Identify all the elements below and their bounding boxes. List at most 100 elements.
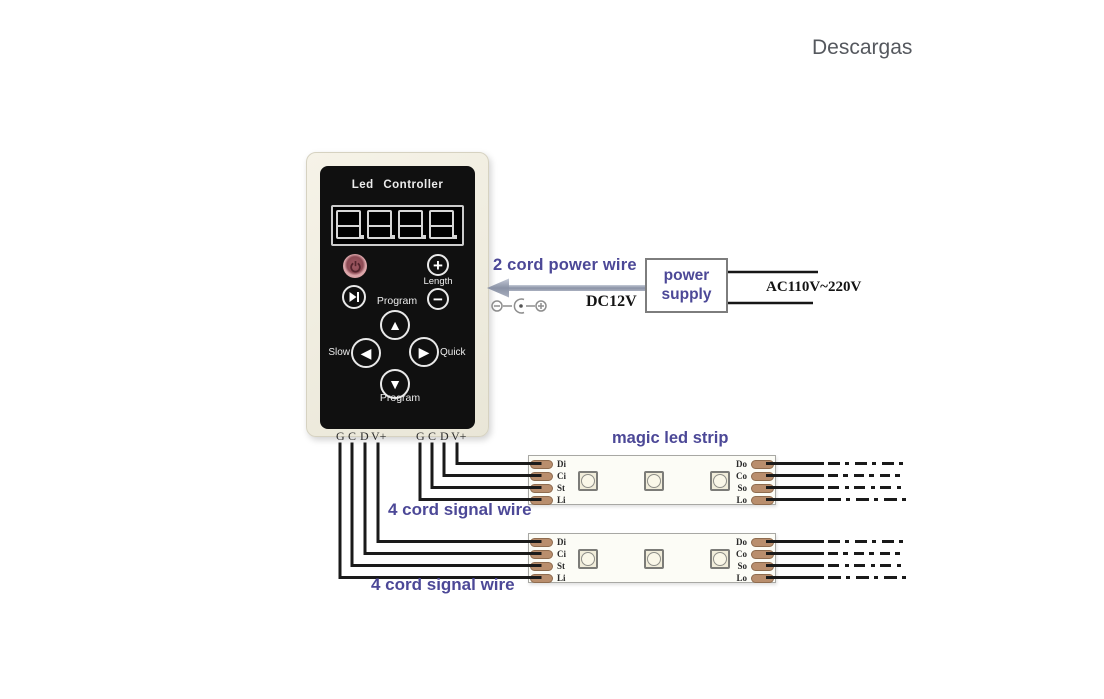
down-arrow-button: ▼: [380, 369, 410, 399]
pin-label: C: [348, 429, 357, 443]
solder-pad: [751, 484, 774, 493]
pad-label: Ci: [557, 549, 566, 559]
slow-label: Slow: [328, 347, 350, 358]
solder-pad: [751, 562, 774, 571]
solder-pad: [530, 460, 553, 469]
signal-wire-label-top: 4 cord signal wire: [388, 500, 532, 519]
solder-pad: [530, 574, 553, 583]
right-arrow-button: ▶: [409, 337, 439, 367]
led-chip: [710, 471, 730, 491]
solder-pad: [530, 550, 553, 559]
pad-label: St: [557, 561, 566, 571]
ac-voltage-label: AC110V~220V: [766, 279, 862, 295]
pin-label: G: [416, 429, 425, 443]
led-dome: [581, 552, 595, 566]
power-supply-line2: supply: [661, 286, 712, 303]
controller-title: Led Controller: [351, 179, 444, 191]
pad-label: Ci: [557, 471, 566, 481]
plus-icon: +: [433, 255, 443, 275]
display-digit: [429, 210, 457, 239]
power-supply-box: power supply: [645, 258, 728, 313]
led-dome: [581, 474, 595, 488]
pad-label: Do: [736, 537, 747, 547]
program-bottom-label: Program: [379, 392, 421, 404]
led-chip: [644, 549, 664, 569]
led-strip-1: Di Ci St Li Do Co So Lo: [528, 455, 776, 505]
signal-wire-label-bottom: 4 cord signal wire: [371, 575, 515, 594]
pad-label: Co: [736, 471, 747, 481]
pad-label: Do: [736, 459, 747, 469]
solder-pad: [530, 562, 553, 571]
power-supply-line1: power: [663, 267, 710, 284]
pin-label: V+: [451, 429, 467, 443]
solder-pad: [751, 550, 774, 559]
pad-label: St: [557, 483, 566, 493]
page-title: Descargas: [812, 36, 913, 59]
solder-pad: [751, 574, 774, 583]
right-arrow-icon: ▶: [418, 343, 430, 360]
solder-pad: [751, 472, 774, 481]
down-arrow-icon: ▼: [388, 376, 402, 392]
left-arrow-icon: ◀: [360, 344, 372, 361]
led-dome: [647, 552, 661, 566]
pin-label: V+: [371, 429, 387, 443]
up-arrow-button: ▲: [380, 310, 410, 340]
dc-voltage-label: DC12V: [586, 293, 637, 310]
power-button: [343, 254, 367, 278]
led-chip: [644, 471, 664, 491]
pad-label: Li: [557, 573, 566, 583]
pad-label: Li: [557, 495, 566, 505]
decimal-dot: [422, 235, 426, 239]
led-chip: [578, 549, 598, 569]
signal-wires-strip1: [418, 442, 542, 501]
strip1-output-wires: [766, 462, 906, 501]
pin-label: G: [336, 429, 345, 443]
decimal-dot: [360, 235, 364, 239]
solder-pad: [530, 472, 553, 481]
strip2-output-wires: [766, 540, 906, 579]
led-controller: Led Controller + Length −: [306, 152, 489, 437]
length-minus-button: −: [427, 288, 449, 310]
solder-pad: [530, 484, 553, 493]
solder-pad: [751, 538, 774, 547]
solder-pad: [530, 538, 553, 547]
pin-label: D: [440, 429, 449, 443]
led-chip: [578, 471, 598, 491]
display-digit: [398, 210, 426, 239]
pad-label: Di: [557, 537, 566, 547]
solder-pad: [530, 496, 553, 505]
up-arrow-icon: ▲: [388, 317, 402, 333]
pad-label: Lo: [736, 495, 747, 505]
pad-label: Di: [557, 459, 566, 469]
pad-label: Co: [736, 549, 747, 559]
play-next-icon: [349, 292, 359, 302]
pin-label: C: [428, 429, 437, 443]
led-chip: [710, 549, 730, 569]
pad-label: Lo: [736, 573, 747, 583]
quick-label: Quick: [440, 347, 466, 358]
minus-icon: −: [433, 289, 443, 309]
led-dome: [713, 552, 727, 566]
solder-pad: [751, 460, 774, 469]
led-dome: [713, 474, 727, 488]
magic-led-strip-label: magic led strip: [612, 429, 729, 447]
led-dome: [647, 474, 661, 488]
decimal-dot: [453, 235, 457, 239]
pin-label: D: [360, 429, 369, 443]
left-arrow-button: ◀: [351, 338, 381, 368]
program-top-label: Program: [376, 295, 418, 307]
power-icon: [349, 260, 361, 272]
length-label: Length: [423, 276, 453, 287]
display-digit: [336, 210, 364, 239]
length-plus-button: +: [427, 254, 449, 276]
solder-pad: [751, 496, 774, 505]
pad-label: So: [737, 561, 747, 571]
power-wire-label: 2 cord power wire: [493, 256, 637, 274]
controller-face: Led Controller + Length −: [320, 166, 475, 429]
display-digit: [367, 210, 395, 239]
play-button: [342, 285, 366, 309]
led-strip-2: Di Ci St Li Do Co So Lo: [528, 533, 776, 583]
dc-connector-icon: [491, 298, 547, 314]
